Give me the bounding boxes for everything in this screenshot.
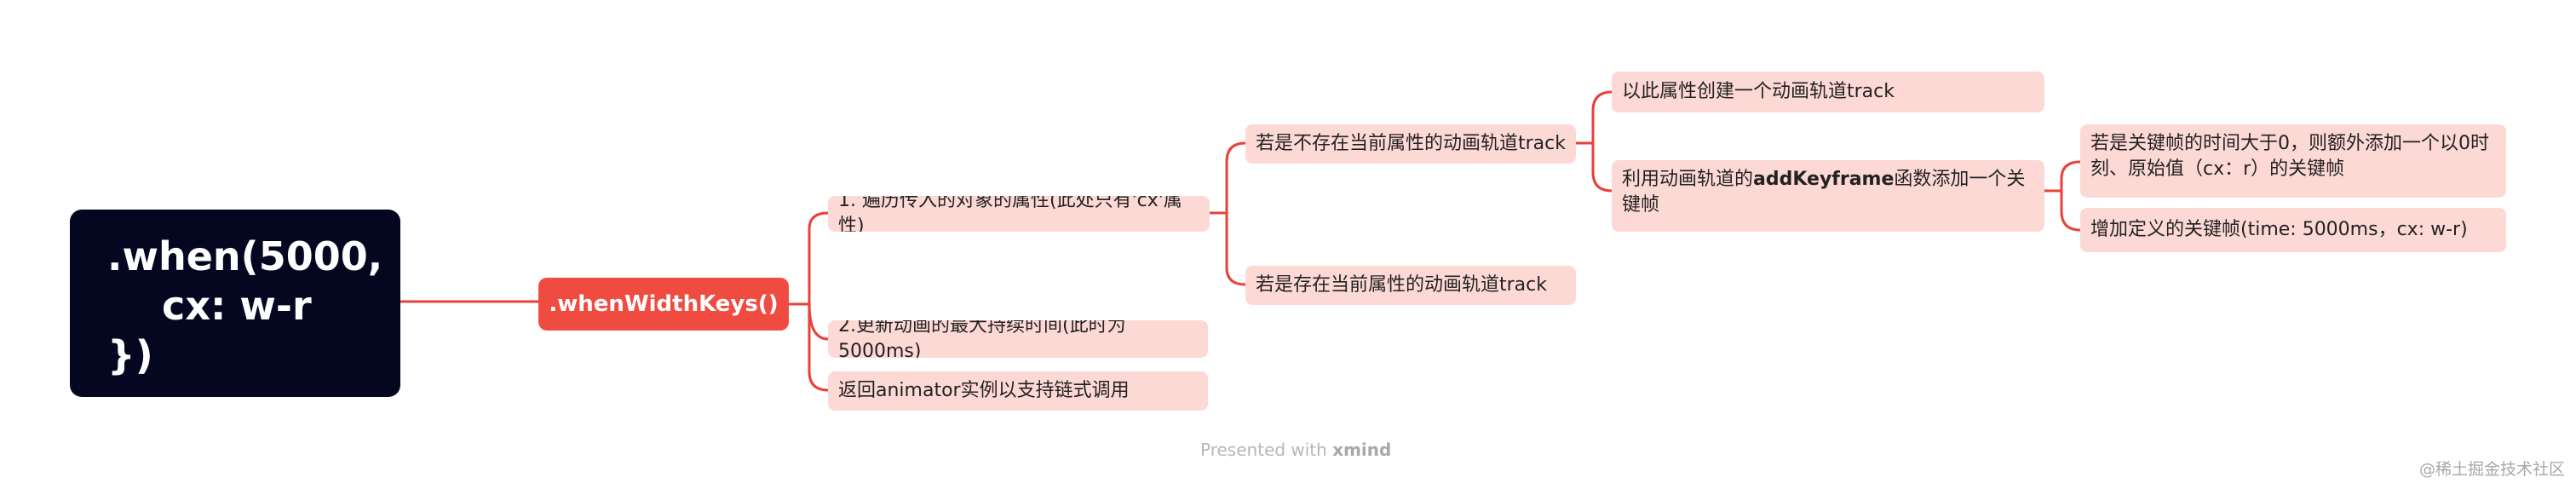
topic-no-track[interactable]: 若是不存在当前属性的动画轨道track bbox=[1245, 124, 1576, 164]
root-topic[interactable]: .when(5000, { cx: w-r }) bbox=[70, 210, 424, 397]
footer-prefix: Presented with bbox=[1200, 440, 1327, 460]
presented-with-footer: Presented with xmind bbox=[1200, 440, 1391, 460]
connector-step1-branches bbox=[1210, 141, 1246, 286]
add-keyframe-text: 利用动画轨道的addKeyframe函数添加一个关键帧 bbox=[1622, 167, 2034, 218]
add-keyframe-bold: addKeyframe bbox=[1753, 169, 1895, 190]
topic-add-keyframe[interactable]: 利用动画轨道的addKeyframe函数添加一个关键帧 bbox=[1612, 160, 2044, 232]
connector-main-steps bbox=[789, 211, 829, 392]
topic-create-track[interactable]: 以此属性创建一个动画轨道track bbox=[1612, 72, 2044, 112]
add-keyframe-suffix: 函数添加一个关键帧 bbox=[1622, 169, 2026, 216]
topic-has-track[interactable]: 若是存在当前属性的动画轨道track bbox=[1245, 266, 1576, 305]
topic-step1[interactable]: 1. 遍历传入的对象的属性(此处只有'cx'属性) bbox=[828, 196, 1210, 232]
root-line-1: .when(5000, { bbox=[107, 233, 424, 279]
root-line-2: cx: w-r bbox=[107, 283, 312, 329]
watermark: @稀土掘金技术社区 bbox=[2419, 460, 2566, 479]
connector-notrack-branches bbox=[1576, 90, 1613, 193]
topic-add-defined[interactable]: 增加定义的关键帧(time: 5000ms，cx: w-r) bbox=[2080, 208, 2506, 252]
root-line-3: }) bbox=[107, 332, 153, 378]
footer-brand: xmind bbox=[1332, 440, 1392, 460]
main-topic[interactable]: .whenWidthKeys() bbox=[538, 278, 789, 331]
topic-step3[interactable]: 返回animator实例以支持链式调用 bbox=[828, 371, 1208, 411]
add-keyframe-prefix: 利用动画轨道的 bbox=[1622, 169, 1754, 190]
connector-keyframe-branches bbox=[2044, 160, 2081, 232]
topic-if-time[interactable]: 若是关键帧的时间大于0，则额外添加一个以0时刻、原始值（cx：r）的关键帧 bbox=[2080, 124, 2506, 198]
topic-step2[interactable]: 2.更新动画的最大持续时间(此时为5000ms) bbox=[828, 320, 1208, 358]
